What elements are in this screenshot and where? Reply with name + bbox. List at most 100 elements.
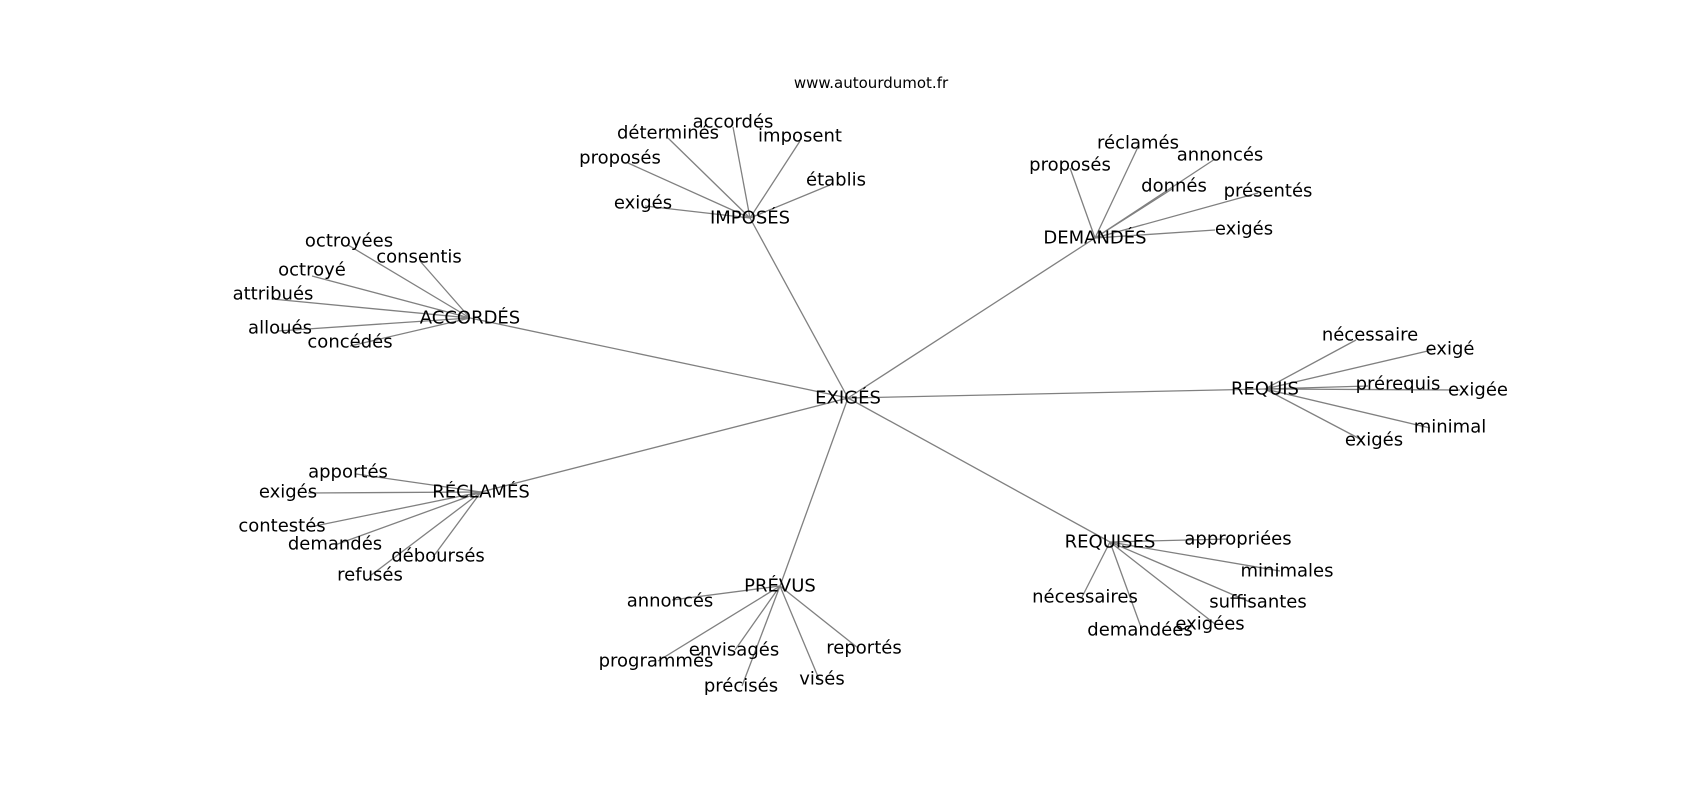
leaf-label-requises-appropriees: appropriées — [1184, 529, 1291, 550]
edge-center-reclames — [480, 397, 849, 493]
leaf-label-prevus-vises: visés — [799, 669, 844, 690]
leaf-label-accordes-concedes: concédés — [307, 332, 392, 353]
edge-center-imposes — [749, 217, 849, 399]
edge-requis-exigee — [1264, 388, 1461, 391]
edge-imposes-exiges — [644, 205, 751, 219]
edge-reclames-contestes — [309, 491, 482, 528]
group-label-reclames: RÉCLAMÉS — [432, 481, 530, 503]
edge-prevus-programmes — [657, 585, 781, 662]
edge-reclames-demandes — [334, 491, 482, 546]
edge-imposes-imposent — [749, 140, 801, 219]
leaf-label-reclames-refuses: refusés — [337, 565, 403, 586]
leaf-label-prevus-annonces: annoncés — [627, 591, 714, 612]
graph-labels: www.autourdumot.fr déterminésaccordésimp… — [233, 74, 1508, 697]
edge-center-accordes — [469, 317, 849, 399]
leaf-label-requises-suffisantes: suffisantes — [1209, 592, 1307, 613]
leaf-label-demandes-donnes: donnés — [1141, 176, 1207, 197]
edge-accordes-alloues — [277, 317, 471, 332]
edge-requises-exigees — [1109, 541, 1216, 625]
edge-demandes-exiges — [1094, 229, 1216, 239]
leaf-label-accordes-alloues: alloués — [248, 318, 312, 339]
edge-accordes-octroye — [311, 275, 471, 319]
edge-requis-exige — [1264, 349, 1433, 390]
edge-center-prevus — [779, 397, 849, 587]
edge-reclames-debourses — [432, 491, 482, 558]
group-label-demandes: DEMANDÉS — [1043, 227, 1146, 249]
edge-center-requis — [847, 388, 1266, 399]
edge-center-requises — [847, 397, 1111, 543]
leaf-label-imposes-determines: déterminés — [617, 123, 719, 144]
edge-accordes-octroyees — [347, 244, 471, 319]
leaf-label-accordes-octroye: octroyé — [278, 260, 346, 281]
edge-requis-minimal — [1264, 388, 1431, 429]
edge-center-demandes — [847, 237, 1096, 399]
edge-imposes-accordes — [732, 126, 751, 219]
edge-requis-necessaire — [1264, 339, 1357, 390]
edge-imposes-determines — [667, 137, 751, 219]
edge-imposes-etablis — [749, 184, 831, 219]
leaf-label-requis-exigee: exigée — [1448, 380, 1508, 401]
edge-requis-exiges — [1264, 388, 1363, 441]
leaf-label-demandes-proposes: proposés — [1029, 155, 1111, 176]
edge-requises-suffisantes — [1109, 541, 1251, 603]
source-label: www.autourdumot.fr — [794, 74, 949, 92]
edge-demandes-presentes — [1094, 192, 1259, 239]
center-label: EXIGÉS — [815, 387, 881, 409]
leaf-label-accordes-attribues: attribués — [233, 284, 314, 305]
leaf-label-requis-exiges: exigés — [1345, 430, 1403, 451]
leaf-label-requises-demandees: demandées — [1087, 620, 1192, 641]
edge-demandes-proposes — [1069, 167, 1096, 239]
edge-prevus-precises — [741, 585, 781, 687]
edge-accordes-consentis — [419, 260, 471, 319]
leaf-label-requises-exigees: exigées — [1175, 614, 1244, 635]
group-label-requis: REQUIS — [1231, 379, 1299, 400]
leaf-label-reclames-contestes: contestés — [238, 516, 325, 537]
edge-prevus-annonces — [671, 585, 781, 601]
group-label-accordes: ACCORDÉS — [420, 307, 520, 329]
leaf-label-requis-necessaire: nécessaire — [1322, 325, 1418, 346]
leaf-label-reclames-exiges: exigés — [259, 482, 317, 503]
leaf-label-reclames-demandes: demandés — [288, 534, 382, 555]
graph-edges — [271, 126, 1461, 687]
leaf-label-reclames-debourses: déboursés — [391, 546, 485, 567]
edge-demandes-reclames — [1094, 146, 1139, 239]
edge-accordes-concedes — [349, 317, 471, 347]
leaf-label-prevus-precises: précisés — [704, 676, 778, 697]
group-label-prevus: PRÉVUS — [744, 575, 816, 597]
edge-requises-necessaires — [1081, 541, 1111, 598]
edge-requises-minimales — [1109, 541, 1281, 572]
edge-requises-appropriees — [1109, 538, 1229, 543]
leaf-label-demandes-annonces: annoncés — [1177, 145, 1264, 166]
leaf-label-requises-minimales: minimales — [1241, 561, 1334, 582]
group-label-imposes: IMPOSÉS — [710, 207, 790, 229]
leaf-label-prevus-programmes: programmés — [599, 651, 714, 672]
leaf-label-demandes-reclames: réclamés — [1097, 133, 1179, 154]
leaf-label-imposes-imposent: imposent — [758, 126, 842, 147]
leaf-label-imposes-exiges: exigés — [614, 193, 672, 214]
group-label-requises: REQUISES — [1065, 532, 1156, 553]
edge-requises-demandees — [1109, 541, 1143, 631]
leaf-label-prevus-envisages: envisagés — [689, 640, 779, 661]
leaf-label-requis-prerequis: prérequis — [1356, 374, 1441, 395]
leaf-label-requises-necessaires: nécessaires — [1032, 587, 1138, 608]
leaf-label-reclames-apportes: apportés — [308, 462, 388, 483]
leaf-label-imposes-proposes: proposés — [579, 148, 661, 169]
leaf-label-imposes-etablis: établis — [806, 170, 866, 191]
edge-reclames-apportes — [355, 473, 482, 493]
leaf-label-demandes-exiges: exigés — [1215, 219, 1273, 240]
leaf-label-demandes-presentes: présentés — [1224, 181, 1313, 202]
edge-prevus-vises — [779, 585, 820, 680]
leaf-label-prevus-reportes: reportés — [826, 638, 901, 659]
edge-reclames-exiges — [307, 491, 482, 494]
edge-imposes-proposes — [627, 162, 751, 219]
edge-accordes-attribues — [271, 298, 471, 319]
edge-demandes-donnes — [1094, 188, 1173, 239]
edge-prevus-reportes — [779, 585, 859, 649]
edge-prevus-envisages — [734, 585, 781, 651]
leaf-label-requis-exige: exigé — [1426, 339, 1475, 360]
edge-reclames-refuses — [369, 491, 482, 577]
leaf-label-imposes-accordes: accordés — [693, 112, 774, 133]
leaf-label-requis-minimal: minimal — [1414, 417, 1487, 438]
leaf-label-accordes-octroyees: octroyées — [305, 231, 393, 252]
